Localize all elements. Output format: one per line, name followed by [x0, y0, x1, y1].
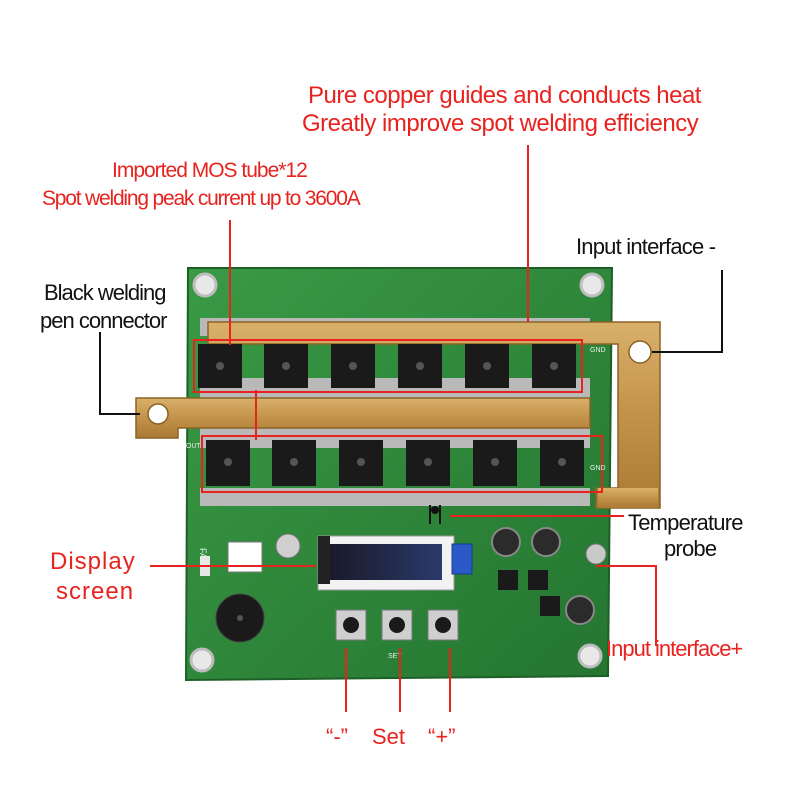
annotation-lines-black: [99, 270, 723, 415]
annotation-lines-red: [150, 145, 657, 712]
capacitor-3: [531, 527, 561, 557]
set-silk: SET: [388, 653, 402, 660]
button-set-hardware: [381, 609, 413, 641]
pen-connector-label-line2: pen connector: [40, 308, 167, 333]
relay-chip: [227, 541, 263, 573]
leader-pen-connector: [99, 332, 140, 415]
mos-tube-row-bottom: [206, 440, 584, 486]
temperature-label-line1: Temperature: [628, 510, 744, 535]
button-minus-hardware: [335, 609, 367, 641]
mos-highlight-bottom: [201, 435, 603, 493]
display-label-line2: screen: [56, 578, 135, 605]
copper-label-line1: Pure copper guides and conducts heat: [308, 82, 701, 109]
copper-bar-bottom: [135, 397, 591, 439]
temperature-probe: [429, 505, 441, 524]
fan-silk: FAN: [198, 548, 208, 566]
display-label-line1: Display: [50, 548, 136, 575]
header-pins: [318, 536, 330, 584]
leader-input-minus: [652, 270, 723, 353]
ic-chip: [540, 596, 560, 616]
input-plus-label: Input interface+: [606, 636, 743, 661]
capacitor-4: [565, 595, 595, 625]
buzzer-hole: [237, 615, 243, 621]
gnd-top-silk: GND: [590, 347, 606, 354]
copper-label-line2: Greatly improve spot welding efficiency: [302, 110, 699, 137]
mos-label-line1: Imported MOS tube*12: [112, 159, 308, 182]
pen-connector-label-line1: Black welding: [44, 280, 167, 305]
capacitor-2: [491, 527, 521, 557]
capacitor: [275, 533, 301, 559]
input-plus-terminal: [585, 543, 607, 565]
temperature-label-line2: probe: [664, 536, 717, 561]
out-silk: OUT: [186, 443, 202, 450]
mos-highlight-top: [193, 339, 583, 393]
input-minus-label: Input interface -: [576, 234, 716, 259]
mos-label-line2: Spot welding peak current up to 3600A: [42, 187, 361, 210]
button-set-label: Set: [372, 724, 406, 749]
oled-display: [317, 535, 455, 591]
inductor-2: [528, 570, 548, 590]
leader-input-plus: [596, 565, 657, 646]
inductor: [498, 570, 518, 590]
button-plus-hardware: [427, 609, 459, 641]
mos-tube-row-top: [198, 344, 576, 388]
button-minus-label: “-”: [326, 724, 348, 749]
button-plus-label: “+”: [428, 724, 456, 749]
potentiometer: [451, 543, 473, 575]
gnd-bottom-silk: GND: [590, 465, 606, 472]
